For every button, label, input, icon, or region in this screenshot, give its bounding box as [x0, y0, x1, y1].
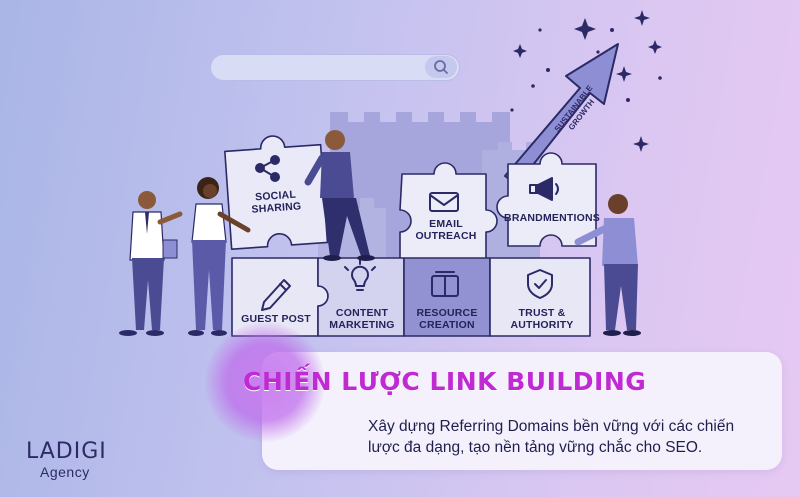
info-card — [262, 352, 782, 470]
search-bar[interactable] — [210, 54, 460, 81]
lightbulb-icon — [344, 259, 376, 291]
book-tools-icon — [431, 271, 459, 297]
search-button[interactable] — [425, 56, 457, 78]
label-content-marketing: CONTENT MARKETING — [329, 307, 395, 331]
search-icon — [434, 60, 448, 74]
glow-orb — [205, 322, 325, 442]
person-man-right — [574, 194, 641, 336]
banner-title: CHIẾN LƯỢC LINK BUILDING — [243, 367, 647, 396]
person-woman — [188, 177, 251, 336]
label-brandmentions: BRANDMENTIONS — [504, 212, 600, 224]
brand-tagline: Agency — [40, 464, 90, 480]
person-man-center — [304, 130, 375, 261]
sparkle-icons — [510, 10, 662, 152]
envelope-icon — [429, 192, 459, 212]
label-email-outreach: EMAIL OUTREACH — [415, 218, 477, 242]
brand-name: LADIGI — [26, 439, 107, 464]
shield-check-icon — [527, 269, 553, 299]
pencil-icon — [261, 279, 291, 311]
label-trust-authority: TRUST & AUTHORITY — [510, 307, 574, 331]
share-icon — [255, 155, 280, 182]
person-with-clipboard — [119, 191, 183, 336]
label-resource-creation: RESOURCE CREATION — [416, 307, 478, 331]
megaphone-icon — [529, 177, 559, 201]
banner-description: Xây dựng Referring Domains bền vững với … — [368, 418, 735, 456]
brand-logo: LADIGI Agency — [26, 439, 107, 481]
